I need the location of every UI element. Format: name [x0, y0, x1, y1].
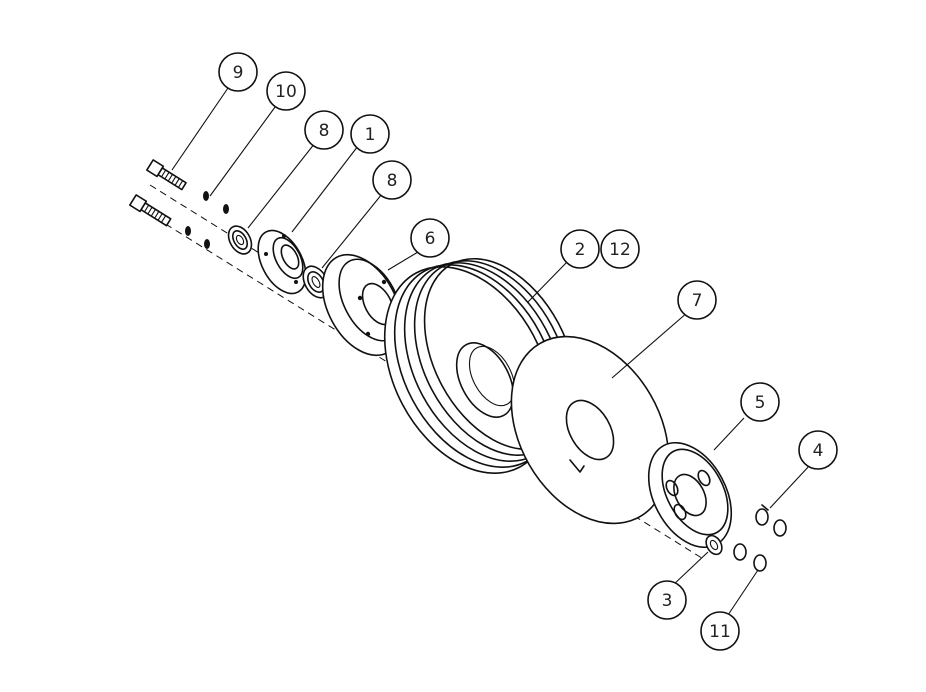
callout-1: 1: [350, 114, 390, 154]
part-9-bolts: [129, 159, 187, 227]
svg-text:11: 11: [709, 622, 731, 642]
assembly-axis-lower: [134, 204, 706, 561]
svg-text:12: 12: [609, 240, 631, 260]
part-8-bearing-left: [227, 225, 253, 255]
svg-text:3: 3: [662, 591, 673, 611]
part-7-inner-tube: [510, 335, 670, 525]
callout-6: 6: [410, 218, 450, 258]
leader-lines: [171, 87, 811, 619]
part-11-nuts: [733, 543, 767, 572]
svg-text:8: 8: [387, 171, 398, 191]
callout-12: 12: [600, 229, 640, 269]
callout-4: 4: [798, 430, 838, 470]
svg-text:9: 9: [233, 63, 244, 83]
svg-text:4: 4: [813, 441, 824, 461]
svg-text:5: 5: [755, 393, 766, 413]
part-6-wheel-half: [321, 253, 403, 357]
callout-5: 5: [740, 382, 780, 422]
part-4-nuts: [755, 504, 787, 537]
svg-text:2: 2: [575, 240, 586, 260]
svg-text:8: 8: [319, 121, 330, 141]
part-5-wheel-half: [647, 441, 733, 549]
part-10-washers: [185, 191, 229, 249]
svg-text:10: 10: [275, 82, 297, 102]
callout-3: 3: [647, 580, 687, 620]
svg-text:1: 1: [365, 125, 376, 145]
callout-7: 7: [677, 280, 717, 320]
part-1-hub-flange: [257, 229, 307, 295]
svg-text:7: 7: [692, 291, 703, 311]
callout-10: 10: [266, 71, 306, 111]
callout-9: 9: [218, 52, 258, 92]
svg-text:6: 6: [425, 229, 436, 249]
callout-2: 2: [560, 229, 600, 269]
callout-8-bottom: 8: [372, 160, 412, 200]
callout-8-top: 8: [304, 110, 344, 150]
part-3-spacer: [705, 534, 723, 556]
callout-11: 11: [700, 611, 740, 651]
